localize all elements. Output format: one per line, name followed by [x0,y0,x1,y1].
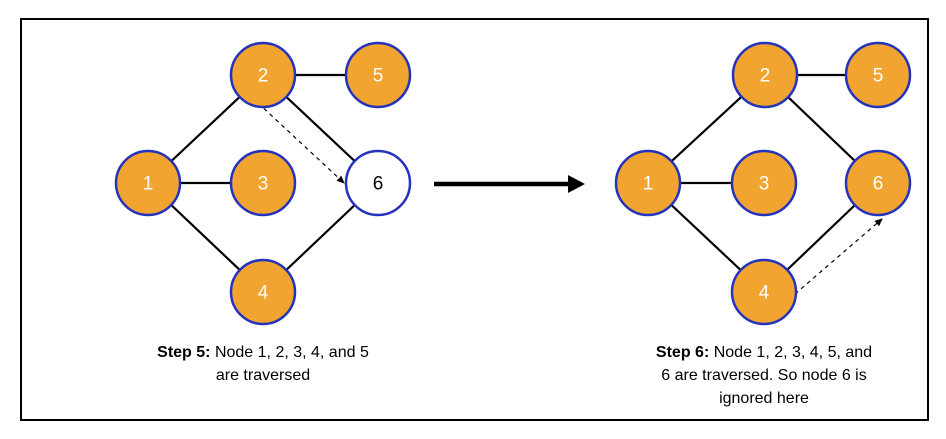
transition-arrow-head [568,175,585,193]
node-label-4-step6-graph: 4 [759,283,770,304]
node-1-step6-graph [614,149,682,217]
node-label-2-step5-graph: 2 [258,66,269,87]
node-label-5-step5-graph: 5 [373,66,384,87]
caption-step6-line2: 6 are traversed. So node 6 is [661,367,867,384]
node-3-step6-graph [730,149,798,217]
node-label-4-step5-graph: 4 [258,283,269,304]
step5-text: Node 1, 2, 3, 4, and 5 [214,344,369,361]
caption-step6-line1: Step 6: Node 1, 2, 3, 4, 5, and [597,341,931,364]
node-5-step5-graph [344,41,412,109]
step5-label: Step 5: [157,344,211,361]
step6-label: Step 6: [655,344,710,361]
node-label-1-step6-graph: 1 [643,174,654,195]
node-4-step6-graph [730,258,798,326]
node-label-2-step6-graph: 2 [760,66,771,87]
caption-step6: Step 6: Node 1, 2, 3, 4, 5, and 6 are tr… [597,341,931,410]
caption-step5: Step 5: Node 1, 2, 3, 4, and 5 are trave… [96,341,430,387]
node-label-6-step6-graph: 6 [873,174,884,195]
caption-step5-line2: are traversed [215,367,311,384]
caption-step5-line1: Step 5: Node 1, 2, 3, 4, and 5 [96,341,430,364]
node-label-3-step5-graph: 3 [258,174,269,195]
step6-text: Node 1, 2, 3, 4, 5, and [713,344,873,361]
node-label-3-step6-graph: 3 [759,174,770,195]
dashed-arrow-2-to-6-step5-graph [257,102,345,184]
figure-border [20,18,929,421]
dashed-arrow-4-to-6-step6-graph [794,218,883,295]
node-2-step6-graph [731,41,799,109]
node-label-5-step6-graph: 5 [873,66,884,87]
caption-step6-line3: ignored here [719,390,809,407]
node-6-step5-graph [344,149,412,217]
node-4-step5-graph [229,258,297,326]
node-2-step5-graph [229,41,297,109]
node-1-step5-graph [114,149,182,217]
node-3-step5-graph [229,149,297,217]
node-6-step6-graph [844,149,912,217]
node-label-6-step5-graph: 6 [373,174,384,195]
node-5-step6-graph [844,41,912,109]
node-label-1-step5-graph: 1 [143,174,154,195]
